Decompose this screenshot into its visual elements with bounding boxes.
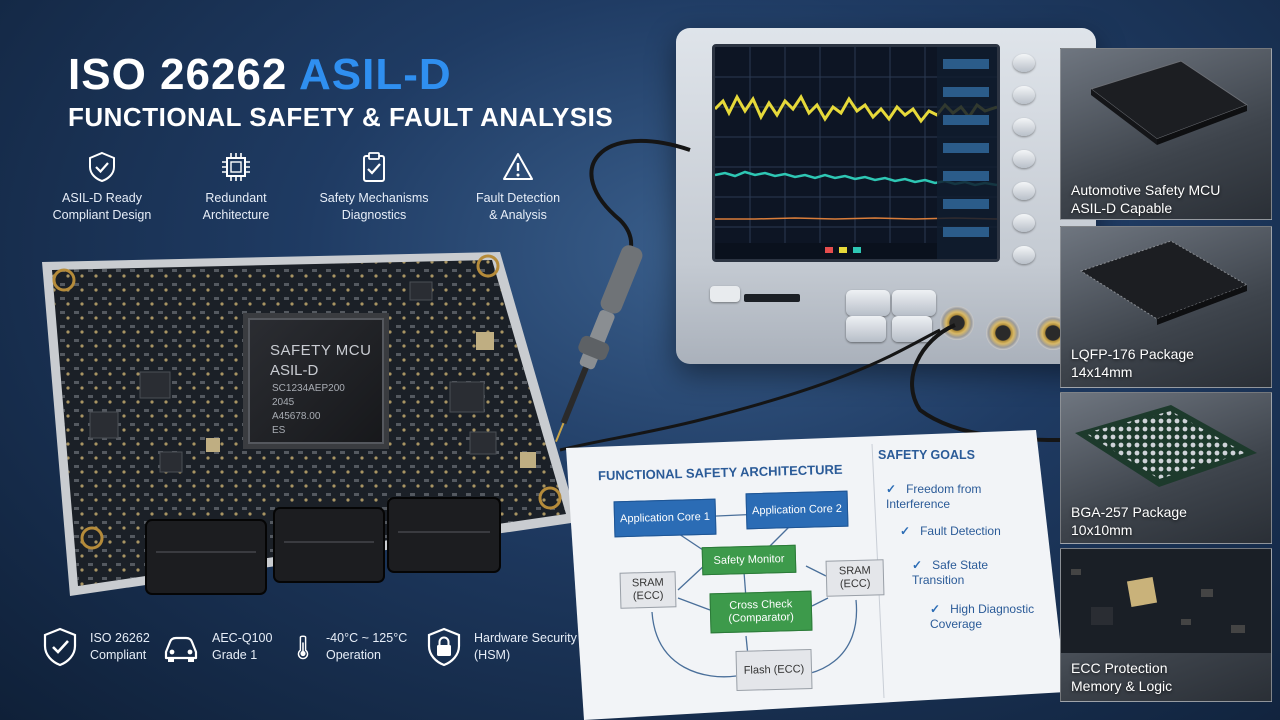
flash-box: Flash (ECC) bbox=[735, 649, 813, 691]
feature-asil-ready: ASIL-D Ready Compliant Design bbox=[32, 150, 172, 224]
app-core-1-box: Application Core 1 bbox=[613, 498, 717, 538]
bnc-connector bbox=[986, 316, 1020, 350]
scope-button[interactable] bbox=[1013, 54, 1035, 72]
panel-lqfp: LQFP-176 Package 14x14mm bbox=[1060, 226, 1272, 388]
ecc-board-image bbox=[1061, 549, 1271, 653]
waveform-display bbox=[715, 47, 997, 259]
safety-goal-item: ✓Fault Detection bbox=[900, 524, 1001, 538]
cross-check-box: Cross Check (Comparator) bbox=[709, 590, 813, 634]
chip-icon bbox=[222, 153, 250, 181]
mcu-package-image bbox=[1089, 60, 1249, 145]
feature-safety-mechanisms: Safety Mechanisms Diagnostics bbox=[304, 150, 444, 224]
scope-knob[interactable] bbox=[846, 316, 886, 342]
badge-hsm: Hardware Security(HSM) bbox=[424, 624, 577, 670]
page-subtitle: FUNCTIONAL SAFETY & FAULT ANALYSIS bbox=[68, 102, 614, 132]
thermometer-icon bbox=[297, 635, 309, 660]
chip-markings: SC1234AEP200 2045 A45678.00 ES bbox=[272, 383, 345, 436]
scope-button[interactable] bbox=[1013, 150, 1035, 168]
car-icon bbox=[164, 636, 198, 662]
app-core-2-box: Application Core 2 bbox=[745, 490, 849, 530]
usb-port bbox=[744, 294, 800, 302]
check-icon: ✓ bbox=[886, 482, 897, 496]
safety-goals-title: SAFETY GOALS bbox=[878, 448, 976, 462]
panel-safety-mcu: Automotive Safety MCU ASIL-D Capable bbox=[1060, 48, 1272, 220]
panel-ecc: ECC Protection Memory & Logic bbox=[1060, 548, 1272, 702]
lqfp-package-image bbox=[1079, 240, 1249, 325]
warning-triangle-icon bbox=[503, 153, 533, 180]
title-main: ISO 26262 bbox=[68, 50, 288, 99]
oscilloscope-buttons bbox=[1004, 54, 1044, 294]
scope-knob[interactable] bbox=[846, 290, 890, 316]
check-icon: ✓ bbox=[930, 602, 941, 616]
sram-left-box: SRAM (ECC) bbox=[619, 571, 677, 609]
safety-goal-item: ✓High Diagnostic Coverage bbox=[930, 602, 1035, 631]
title-accent: ASIL-D bbox=[298, 50, 452, 99]
lock-shield-icon bbox=[427, 627, 461, 667]
scope-button[interactable] bbox=[1013, 246, 1035, 264]
sram-right-box: SRAM (ECC) bbox=[825, 559, 885, 597]
safety-goal-item: ✓Freedom from Interference bbox=[886, 482, 982, 511]
probe bbox=[555, 245, 643, 443]
check-icon: ✓ bbox=[900, 524, 911, 538]
bnc-connector bbox=[940, 306, 974, 340]
panel-bga: BGA-257 Package 10x10mm bbox=[1060, 392, 1272, 544]
safety-mcu-chip: SAFETY MCU ASIL-D SC1234AEP200 2045 A456… bbox=[248, 318, 384, 444]
scope-button[interactable] bbox=[1013, 118, 1035, 136]
scope-button[interactable] bbox=[1013, 86, 1035, 104]
clipboard-check-icon bbox=[363, 152, 385, 182]
check-icon: ✓ bbox=[912, 558, 923, 572]
feature-redundant: Redundant Architecture bbox=[166, 150, 306, 224]
scope-button[interactable] bbox=[1013, 182, 1035, 200]
bga-package-image bbox=[1075, 405, 1257, 487]
safety-monitor-box: Safety Monitor bbox=[701, 544, 797, 576]
shield-check-icon bbox=[43, 627, 77, 667]
safety-goal-item: ✓Safe State Transition bbox=[912, 558, 989, 587]
power-button[interactable] bbox=[710, 286, 740, 302]
feature-fault-detection: Fault Detection & Analysis bbox=[448, 150, 588, 224]
scope-knob[interactable] bbox=[892, 290, 936, 316]
scope-button[interactable] bbox=[1013, 214, 1035, 232]
page-title: ISO 26262 ASIL-D bbox=[68, 50, 452, 100]
oscilloscope-screen bbox=[712, 44, 1000, 262]
shield-check-icon bbox=[89, 151, 115, 183]
